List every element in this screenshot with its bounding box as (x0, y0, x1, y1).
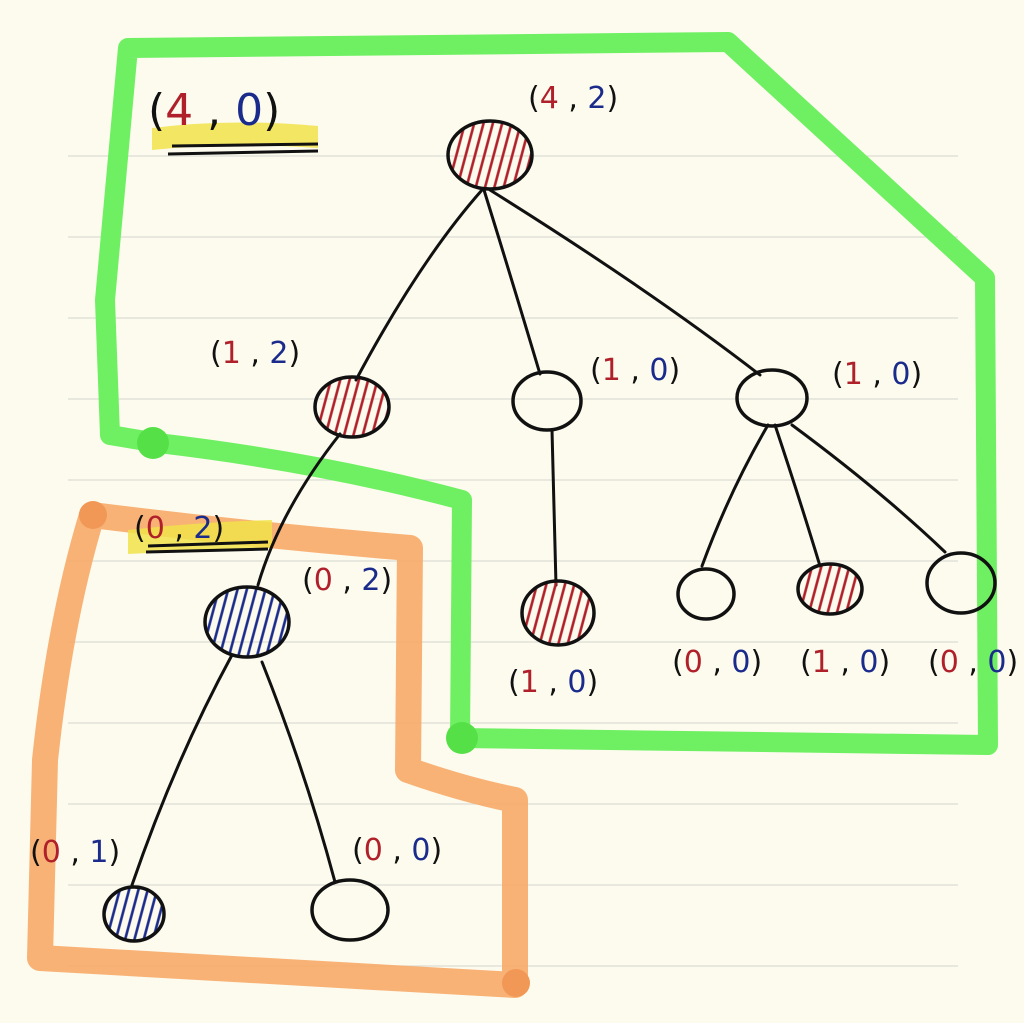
node-level2-right-1 (676, 567, 736, 621)
orange-dot-start (79, 501, 107, 529)
underline-orange-2 (145, 547, 269, 554)
green-region-outline (95, 32, 998, 755)
label-root: (4 , 2) (528, 81, 618, 116)
node-level1-mid (511, 370, 583, 432)
label-level2-right-2: (1 , 0) (800, 645, 890, 680)
node-level2-mid (520, 579, 596, 647)
label-level3-left: (0 , 1) (30, 835, 120, 870)
label-headline-green: (4 , 0) (148, 85, 280, 136)
label-level1-right: (1 , 0) (832, 357, 922, 392)
green-dot-start (137, 427, 169, 459)
node-level1-left (313, 375, 391, 439)
label-level1-mid: (1 , 0) (590, 353, 680, 388)
label-level2-left: (0 , 2) (302, 563, 392, 598)
node-root (446, 119, 534, 191)
node-level2-right-3 (925, 551, 997, 615)
node-level3-right (310, 878, 390, 942)
label-level2-right-3: (0 , 0) (928, 645, 1018, 680)
underline-orange-1 (147, 540, 269, 548)
label-level3-right: (0 , 0) (352, 833, 442, 868)
node-level2-right-2 (796, 562, 864, 616)
underline-green-2 (167, 149, 319, 156)
label-headline-orange: (0 , 2) (134, 511, 224, 546)
label-level2-mid: (1 , 0) (508, 665, 598, 700)
label-level1-left: (1 , 2) (210, 336, 300, 371)
node-level2-left (203, 585, 291, 659)
underline-green-1 (171, 142, 319, 148)
green-dot-end (446, 722, 478, 754)
node-level3-left (102, 885, 166, 943)
tree-edges (130, 188, 947, 887)
orange-dot-end (502, 969, 530, 997)
node-level1-right (735, 368, 809, 428)
label-level2-right-1: (0 , 0) (672, 645, 762, 680)
